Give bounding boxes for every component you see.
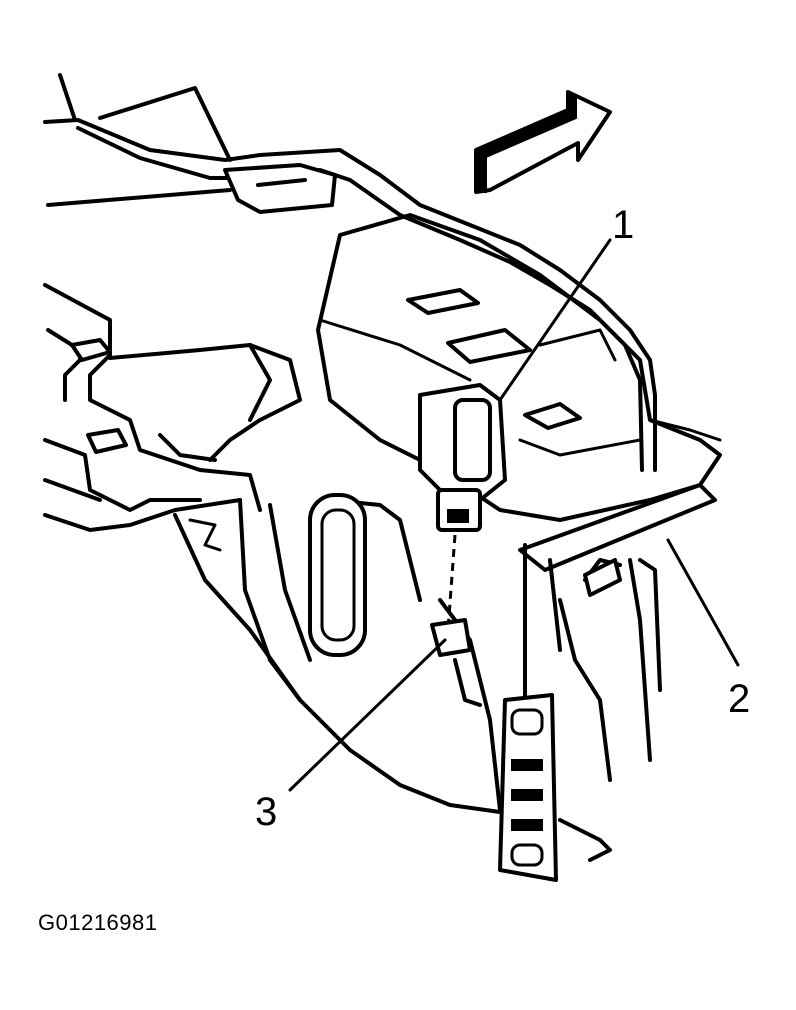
oval-duct-outlet (308, 493, 367, 657)
callout-1: 1 (612, 203, 634, 247)
alignment-line (446, 534, 457, 631)
actuator-component (418, 383, 507, 532)
hvac-case-top (316, 213, 722, 522)
bracket-component (498, 483, 717, 882)
callout-2: 2 (728, 677, 750, 721)
leader-line-3 (288, 638, 447, 792)
leader-line-2 (666, 538, 740, 667)
forward-arrow-icon (474, 90, 612, 194)
leader-line-1 (498, 238, 612, 402)
leader-lines (288, 238, 740, 792)
callout-3: 3 (255, 790, 277, 834)
figure-id: G01216981 (38, 910, 158, 935)
left-housing (43, 283, 302, 552)
mount-point (430, 618, 482, 707)
